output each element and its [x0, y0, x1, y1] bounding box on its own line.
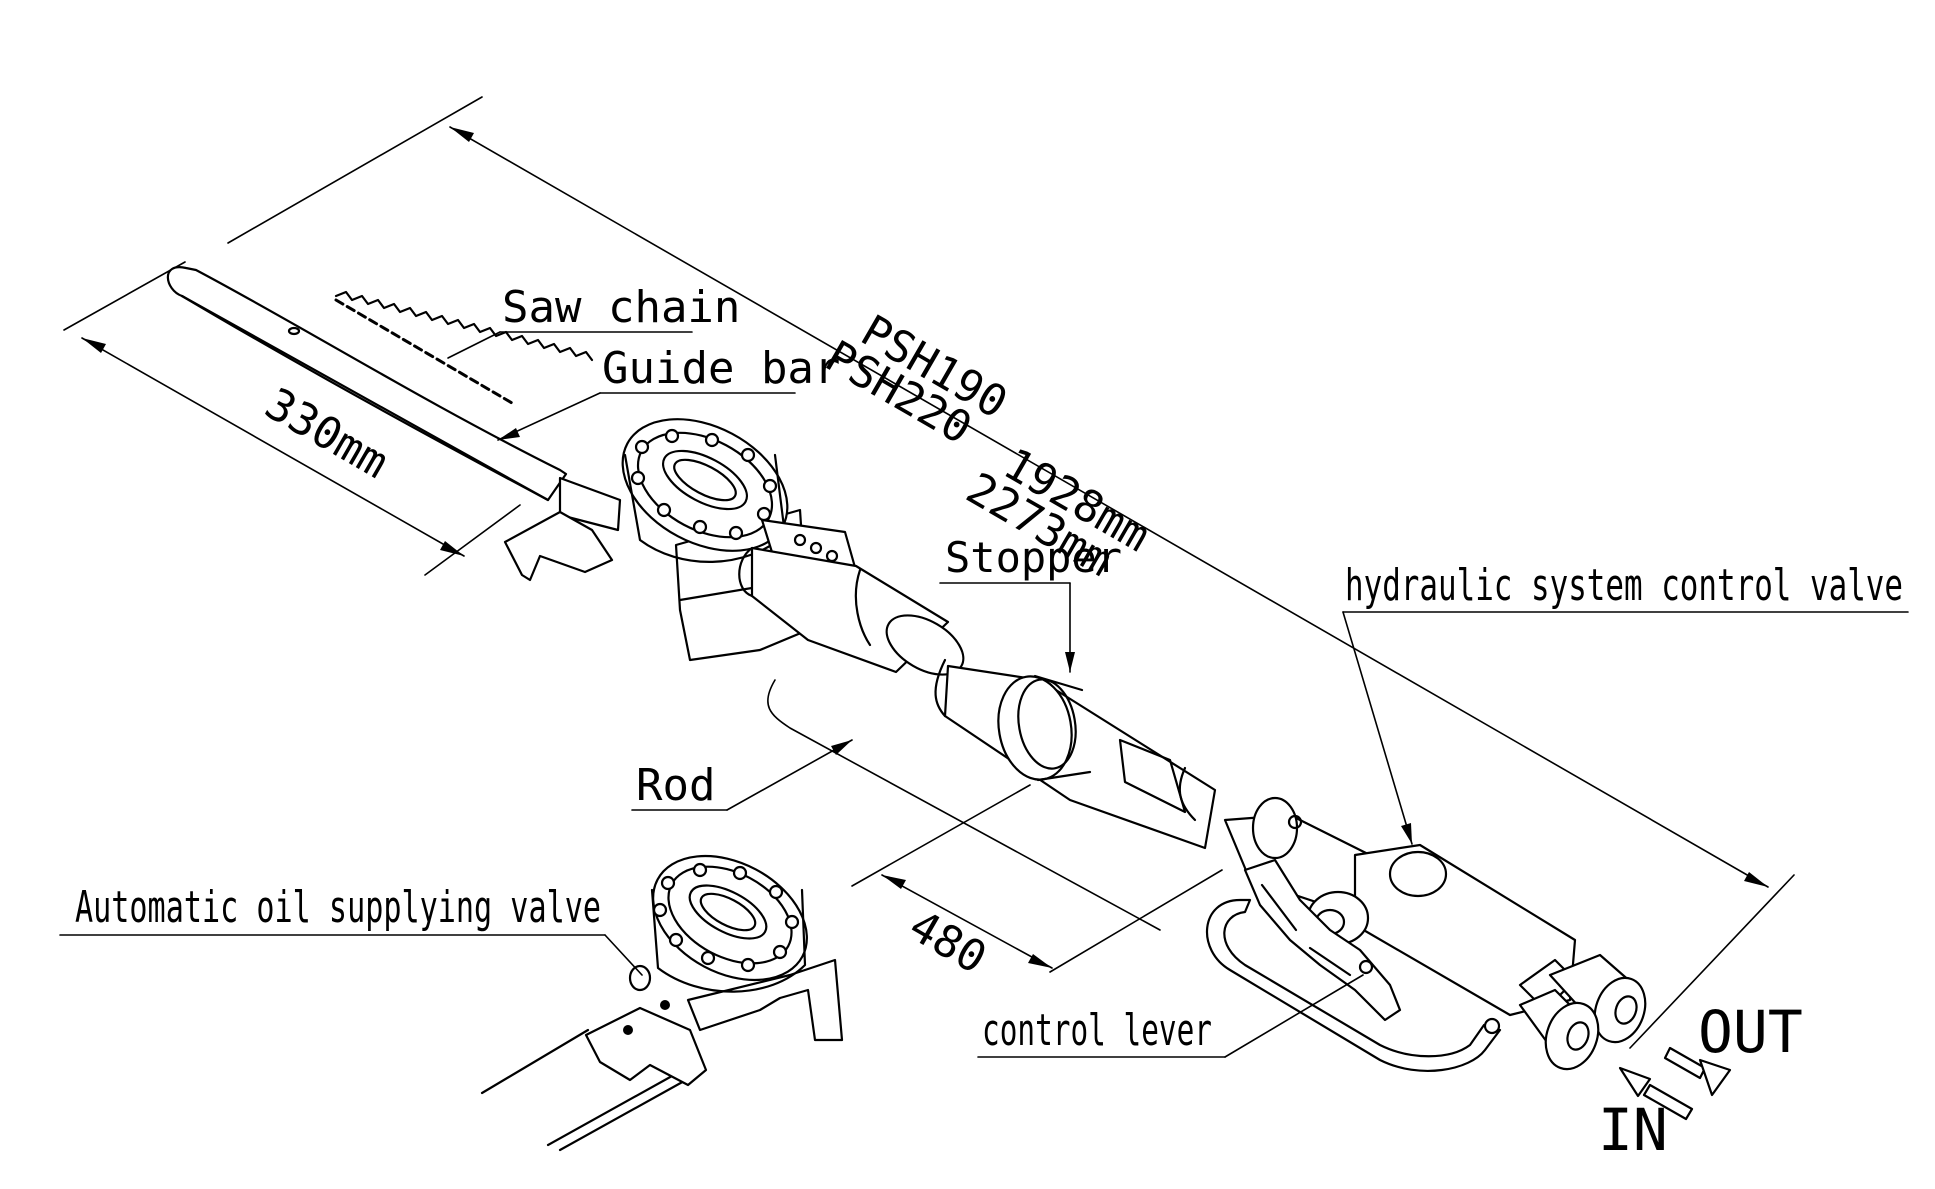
rod-length-label: 480: [901, 900, 995, 984]
guide-bar-label: Guide bar: [602, 343, 840, 394]
port-arrows: [1618, 1046, 1732, 1121]
oil-valve-detail: [480, 854, 844, 1152]
hydraulic-ports: [1483, 953, 1647, 1071]
control-lever-part: [1243, 858, 1402, 1022]
labels: Saw chain Guide bar Stopper hydraulic sy…: [75, 282, 1903, 1164]
cutter-head: [503, 418, 862, 662]
auto-oil-valve-label: Automatic oil supplying valve: [75, 882, 601, 933]
out-arrow: [1663, 1046, 1732, 1097]
guide-bar: [166, 266, 568, 502]
saw-chain-label: Saw chain: [502, 282, 740, 333]
leader-lines: [59, 331, 1909, 1058]
control-lever-label: control lever: [982, 1005, 1212, 1056]
hydraulic-valve-label: hydraulic system control valve: [1345, 560, 1903, 611]
out-label: OUT: [1698, 998, 1803, 1066]
stopper-ring: [997, 674, 1092, 782]
rod-upper: [738, 546, 965, 676]
in-arrow: [1618, 1066, 1694, 1121]
handle-assembly: [1206, 796, 1647, 1072]
saw-chain: [334, 290, 594, 405]
rod-label: Rod: [636, 760, 715, 811]
rod-lower: [934, 658, 1217, 850]
in-label: IN: [1598, 1096, 1668, 1164]
stopper-label: Stopper: [945, 533, 1122, 582]
